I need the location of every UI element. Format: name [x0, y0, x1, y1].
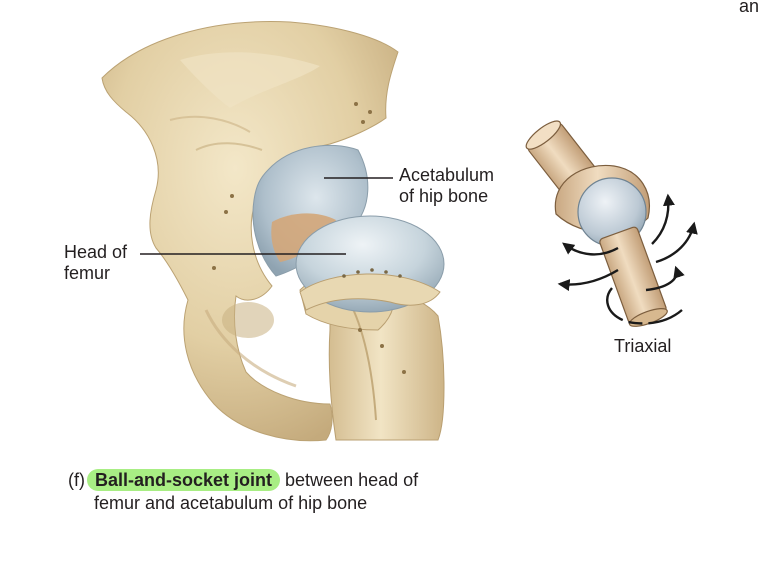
- acetabulum-label-line-2: of hip bone: [399, 186, 489, 206]
- acetabulum-label: Acetabulum of hip bone: [399, 165, 494, 207]
- figure-caption: (f)Ball-and-socket joint between head of…: [68, 469, 418, 515]
- femoral-head: [295, 215, 445, 313]
- triaxial-joint-model: [525, 120, 698, 327]
- acetabulum-label-line-1: Acetabulum: [399, 165, 495, 185]
- caption-highlight-term: Ball-and-socket joint: [87, 469, 281, 491]
- corner-text-fragment: an: [739, 0, 760, 16]
- caption-prefix: (f): [68, 470, 85, 490]
- triaxial-label: Triaxial: [614, 336, 672, 356]
- head-of-femur-label-line-2: femur: [64, 263, 111, 283]
- head-of-femur-label-line-1: Head of: [64, 242, 128, 262]
- caption-line-1-rest: between head of: [280, 470, 419, 490]
- hip-bone: [101, 21, 399, 442]
- head-of-femur-label: Head of femur: [64, 242, 127, 284]
- caption-line-2: femur and acetabulum of hip bone: [94, 493, 368, 513]
